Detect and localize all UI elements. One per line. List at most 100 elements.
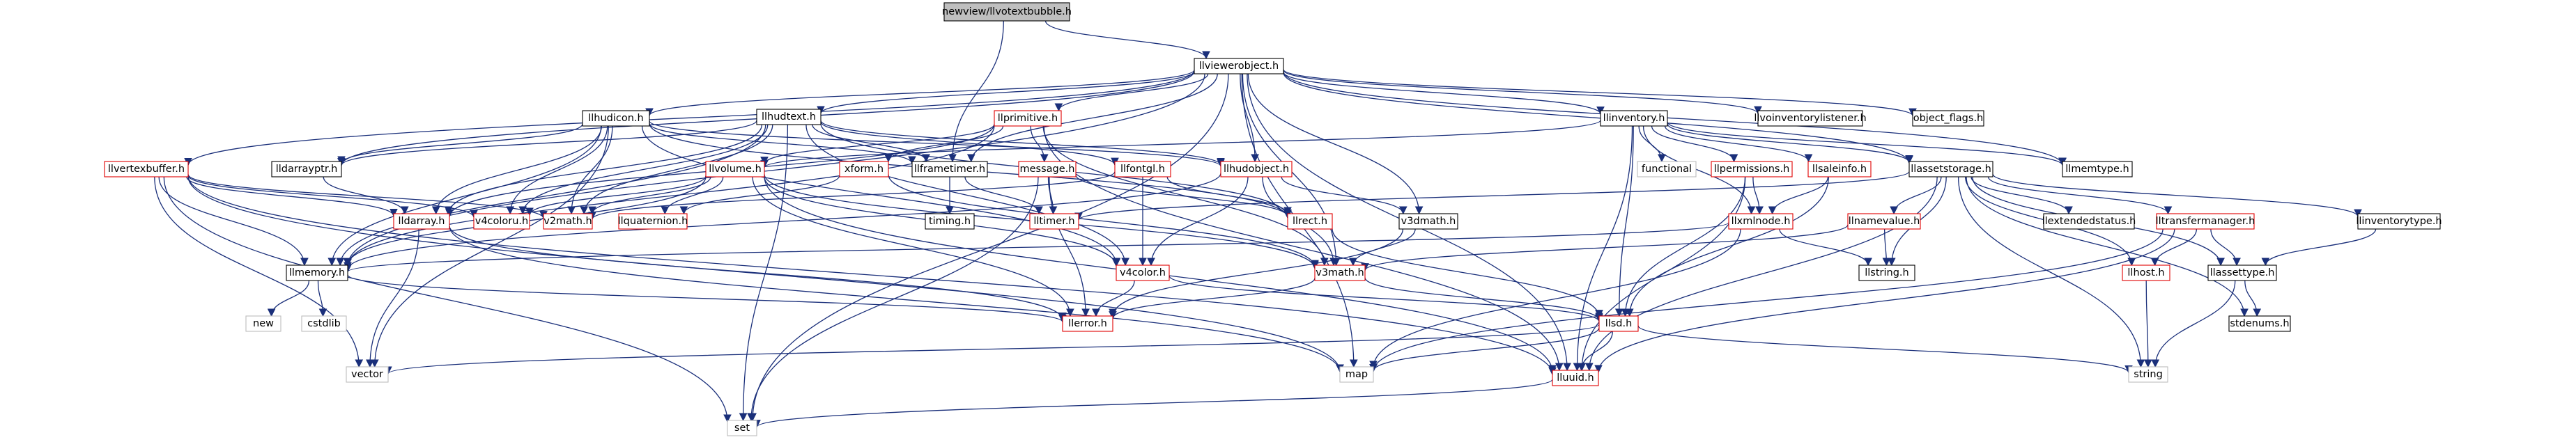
node-llfontgl[interactable]: llfontgl.h: [1114, 161, 1171, 177]
node-llmemory[interactable]: llmemory.h: [286, 265, 348, 281]
node-box[interactable]: [2128, 366, 2168, 383]
node-object_flags[interactable]: object_flags.h: [1912, 110, 1984, 127]
node-llprimitive[interactable]: llprimitive.h: [994, 110, 1062, 127]
node-box[interactable]: [1339, 366, 1374, 383]
node-box[interactable]: [1637, 161, 1697, 177]
node-llerror[interactable]: llerror.h: [1062, 315, 1113, 332]
node-box[interactable]: [1711, 161, 1793, 177]
node-box[interactable]: [1194, 58, 1284, 74]
node-box[interactable]: [2156, 213, 2255, 230]
node-box[interactable]: [2228, 315, 2291, 332]
node-box[interactable]: [839, 161, 889, 177]
node-llsaleinfo[interactable]: llsaleinfo.h: [1807, 161, 1872, 177]
node-llhudicon[interactable]: llhudicon.h: [582, 110, 650, 127]
node-box[interactable]: [1552, 370, 1599, 386]
node-llinventorytype[interactable]: llinventorytype.h: [2356, 213, 2442, 230]
node-box[interactable]: [1114, 161, 1171, 177]
node-box[interactable]: [2122, 265, 2170, 281]
node-box[interactable]: [1912, 110, 1984, 127]
node-llframetimer[interactable]: llframetimer.h: [911, 161, 988, 177]
node-box[interactable]: [1220, 161, 1293, 177]
node-cstdlib[interactable]: cstdlib: [301, 315, 347, 332]
node-llstring[interactable]: llstring.h: [1858, 265, 1915, 281]
node-box[interactable]: [2357, 213, 2441, 230]
node-lldarray[interactable]: lldarray.h: [393, 213, 450, 230]
node-stdenums[interactable]: stdenums.h: [2228, 315, 2291, 332]
node-map[interactable]: map: [1339, 366, 1374, 383]
node-v4coloru[interactable]: v4coloru.h: [473, 213, 530, 230]
node-xform[interactable]: xform.h: [839, 161, 889, 177]
node-box[interactable]: [1314, 265, 1366, 281]
node-llxmlnode[interactable]: llxmlnode.h: [1728, 213, 1794, 230]
node-box[interactable]: [1598, 315, 1639, 332]
node-box[interactable]: [994, 110, 1062, 127]
node-box[interactable]: [1116, 265, 1170, 281]
node-v3math[interactable]: v3math.h: [1314, 265, 1366, 281]
node-box[interactable]: [245, 315, 281, 332]
node-box[interactable]: [1398, 213, 1458, 230]
node-box[interactable]: [705, 161, 765, 177]
node-lltransfermanager[interactable]: lltransfermanager.h: [2156, 213, 2255, 230]
node-box[interactable]: [1908, 161, 1993, 177]
node-llextendedstatus[interactable]: llextendedstatus.h: [2042, 213, 2136, 230]
node-llpermissions[interactable]: llpermissions.h: [1711, 161, 1793, 177]
node-box[interactable]: [1757, 110, 1863, 127]
node-llvoinventorylistener[interactable]: llvoinventorylistener.h: [1754, 110, 1867, 127]
node-box[interactable]: [271, 161, 342, 177]
node-new[interactable]: new: [245, 315, 281, 332]
node-llvolume[interactable]: llvolume.h: [705, 161, 765, 177]
node-box[interactable]: [1600, 110, 1668, 127]
node-box[interactable]: [1807, 161, 1872, 177]
node-llmemtype[interactable]: llmemtype.h: [2062, 161, 2133, 177]
node-box[interactable]: [286, 265, 348, 281]
node-lldarrayptr[interactable]: lldarrayptr.h: [271, 161, 342, 177]
node-box[interactable]: [1858, 265, 1915, 281]
node-box[interactable]: [1029, 213, 1079, 230]
node-llhudobject[interactable]: llhudobject.h: [1220, 161, 1293, 177]
node-box[interactable]: [943, 2, 1070, 22]
node-box[interactable]: [756, 109, 822, 125]
node-llvertexbuffer[interactable]: llvertexbuffer.h: [104, 161, 189, 177]
node-llassettype[interactable]: llassettype.h: [2207, 265, 2277, 281]
node-box[interactable]: [1847, 213, 1921, 230]
node-box[interactable]: [301, 315, 347, 332]
node-box[interactable]: [393, 213, 450, 230]
node-lltimer[interactable]: lltimer.h: [1029, 213, 1079, 230]
node-newview[interactable]: newview/llvotextbubble.h: [942, 2, 1072, 22]
node-box[interactable]: [2062, 161, 2133, 177]
node-string[interactable]: string: [2128, 366, 2168, 383]
node-lluuid[interactable]: lluuid.h: [1552, 370, 1599, 386]
node-v3dmath[interactable]: v3dmath.h: [1398, 213, 1458, 230]
node-box[interactable]: [1062, 315, 1113, 332]
node-v2math[interactable]: v2math.h: [543, 213, 593, 230]
node-set[interactable]: set: [727, 420, 757, 436]
node-box[interactable]: [543, 213, 593, 230]
node-llassetstorage[interactable]: llassetstorage.h: [1908, 161, 1993, 177]
node-llinventory[interactable]: llinventory.h: [1600, 110, 1668, 127]
node-llhost[interactable]: llhost.h: [2122, 265, 2170, 281]
node-llviewerobject[interactable]: llviewerobject.h: [1194, 58, 1284, 74]
node-box[interactable]: [104, 161, 189, 177]
node-box[interactable]: [925, 213, 975, 230]
node-llsd[interactable]: llsd.h: [1598, 315, 1639, 332]
node-timing[interactable]: timing.h: [925, 213, 975, 230]
node-v4color[interactable]: v4color.h: [1116, 265, 1170, 281]
node-functional[interactable]: functional: [1637, 161, 1697, 177]
node-llnamevalue[interactable]: llnamevalue.h: [1847, 213, 1921, 230]
node-box[interactable]: [473, 213, 530, 230]
node-box[interactable]: [911, 161, 988, 177]
node-box[interactable]: [727, 420, 757, 436]
node-box[interactable]: [582, 110, 650, 127]
node-box[interactable]: [2207, 265, 2277, 281]
node-box[interactable]: [618, 213, 688, 230]
node-box[interactable]: [1728, 213, 1794, 230]
node-box[interactable]: [1018, 161, 1077, 177]
node-box[interactable]: [346, 366, 389, 383]
node-box[interactable]: [1287, 213, 1333, 230]
node-vector[interactable]: vector: [346, 366, 389, 383]
node-box[interactable]: [2043, 213, 2135, 230]
node-llhudtext[interactable]: llhudtext.h: [756, 109, 822, 125]
node-llquaternion[interactable]: llquaternion.h: [618, 213, 688, 230]
node-llrect[interactable]: llrect.h: [1287, 213, 1333, 230]
node-message[interactable]: message.h: [1018, 161, 1077, 177]
